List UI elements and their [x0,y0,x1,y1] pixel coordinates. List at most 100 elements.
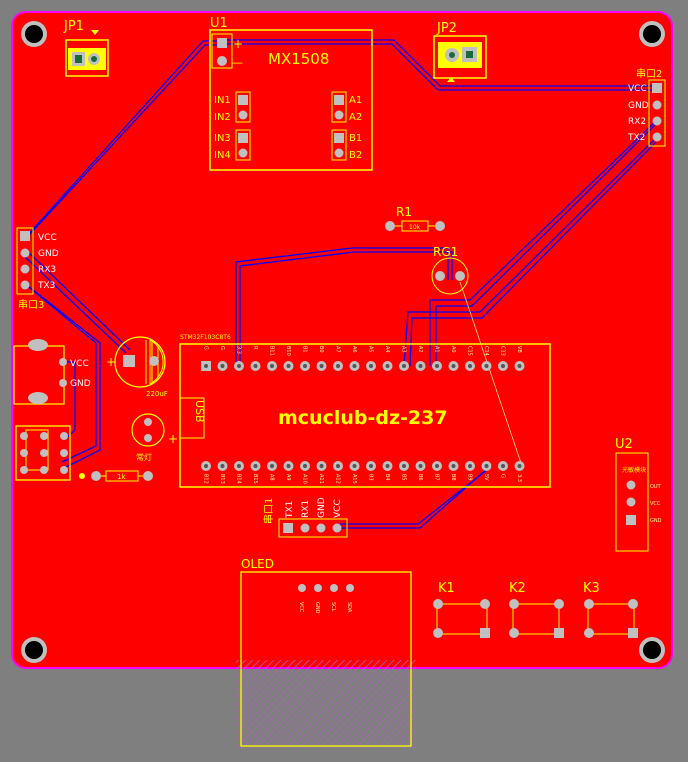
mcu-bottom-pin-label: B9 [467,474,473,481]
mcu-bottom-pin-label: A11 [318,474,324,484]
button-k3[interactable] [584,599,638,638]
mcu-top-pin-label: A5 [368,346,374,353]
mounting-holes [21,21,665,663]
mcu-bottom-pin-label: A8 [269,474,275,481]
u2-label: U2 [615,437,633,452]
serial1-pin-tx1: TX1 [285,501,295,519]
button-k1-label: K1 [438,581,455,596]
mcu-bottom-pin-label: B5 [401,474,407,481]
jp2-label: JP2 [436,21,457,36]
mcu-bottom-pad-hole [385,464,390,468]
mcu-bottom-pin-label: 5V [483,474,489,481]
mcu-top-pad-hole [451,364,456,368]
mcu-bottom-pin-label: B12 [203,474,209,484]
serial1-pin-gnd: GND [317,497,327,518]
u1-pad-minus [217,56,227,66]
mcu-top-pad-hole [270,364,274,368]
mcu-top-pin-label: A4 [384,346,390,353]
mcu-bottom-pad-hole [451,464,456,468]
led-label: 常灯 [136,452,152,462]
mcu-bottom-pin-label: A15 [351,474,357,484]
mcu-top-pin-label: C14 [483,346,489,356]
u1-pin-b1: B1 [349,133,362,144]
mcu-top-pin-label: B10 [285,346,291,356]
serial1-header[interactable] [278,518,348,538]
r1-resistor [385,220,445,232]
mcu-bottom-pin-label: B14 [236,474,242,484]
oled-pin-scl: SCL [330,602,336,612]
mcu-top-pad-hole [369,364,373,368]
serial2-header[interactable] [648,79,666,147]
mcu-bottom-pad-hole [336,464,340,468]
mcu-top-pad-hole [484,364,489,368]
mcu-top-pad-hole [501,364,505,368]
serial2-title: 串口2 [636,68,662,80]
r1-value: 10k [409,224,421,231]
mcu-bottom-pad-hole [501,464,505,468]
u1-pad-plus [217,38,227,48]
mcu-bottom-pad-hole [270,464,274,468]
mcu-bottom-pin-label: G [500,474,506,478]
mcu-top-pin-label: A7 [335,346,341,353]
ratsnest-line [459,281,523,467]
u2-model: 光敏模块 [622,466,646,474]
mcu-bottom-pad-hole [253,464,258,468]
mcu-bottom-pin-label: B15 [252,474,258,484]
u1-chip-name: MX1508 [268,50,329,68]
mcu-board-title: mcuclub-dz-237 [278,407,448,429]
u1-pin-a1: A1 [349,95,362,106]
mcu-bottom-pad-hole [468,464,472,468]
mcu-top-pad-hole [319,364,324,368]
mcu-top-pin-label: A1 [434,346,440,353]
serial3-pin-rx3: RX3 [38,265,56,275]
led-resistor-value: 1k [117,473,126,481]
u2-pin-vcc: VCC [650,501,661,507]
serial2-pin-tx2: TX2 [627,133,645,143]
power-jack[interactable] [13,339,67,405]
mcu-top-pin-label: G [203,346,209,350]
mcu-top-pin-label: C13 [500,346,506,356]
mcu-top-pin-label: R [252,346,258,350]
button-k1[interactable] [433,599,490,638]
button-k2[interactable] [509,599,564,638]
capacitor-plus: + [106,355,116,369]
power-vcc-label: VCC [70,359,89,369]
mcu-top-pad-hole [418,364,423,368]
mcu-top-pin-label: C15 [467,346,473,356]
mcu-bottom-pad-hole [303,464,307,468]
jp1-label: JP1 [63,19,84,34]
u1-pin-in2: IN2 [214,112,231,123]
mcu-bottom-pin-label: B6 [417,474,423,481]
mcu-bottom-pad-hole [220,464,225,468]
mcu-top-pad-hole [237,364,241,368]
u2-pin-out: OUT [650,484,662,490]
mcu-usb [179,397,205,439]
serial2-pin-rx2: RX2 [628,117,646,127]
mcu-top-pin-label: B11 [269,346,275,356]
power-gnd-label: GND [70,379,91,389]
jp1-connector[interactable] [65,30,109,77]
serial3-header[interactable] [16,227,34,295]
mcu-top-pin-label: 3.3 [236,346,242,354]
mcu-bottom-pad-hole [418,464,423,468]
button-k3-label: K3 [583,581,600,596]
serial1-title: 串口1 [263,498,275,524]
jp2-connector[interactable] [433,35,487,82]
mcu-top-pad-hole [517,364,522,368]
power-switch[interactable] [15,425,71,481]
oled-pin-vcc: VCC [298,602,304,613]
mcu-top-pad-hole [303,364,307,368]
oled-pin-sda: SDA [346,602,352,613]
mcu-top-pin-label: VB [516,346,522,353]
u1-label: U1 [210,16,228,31]
oled-outline [240,571,412,747]
mcu-bottom-pad-hole [319,464,324,468]
mcu-top-pad-hole [468,364,472,368]
mcu-top-pad-hole [336,364,340,368]
mcu-bottom-pad-hole [286,464,291,468]
mcu-bottom-pad-hole [369,464,373,468]
serial3-pin-tx3: TX3 [37,281,55,291]
mcu-bottom-pin-label: B13 [219,474,225,484]
mcu-bottom-pin-label: B4 [384,474,390,481]
